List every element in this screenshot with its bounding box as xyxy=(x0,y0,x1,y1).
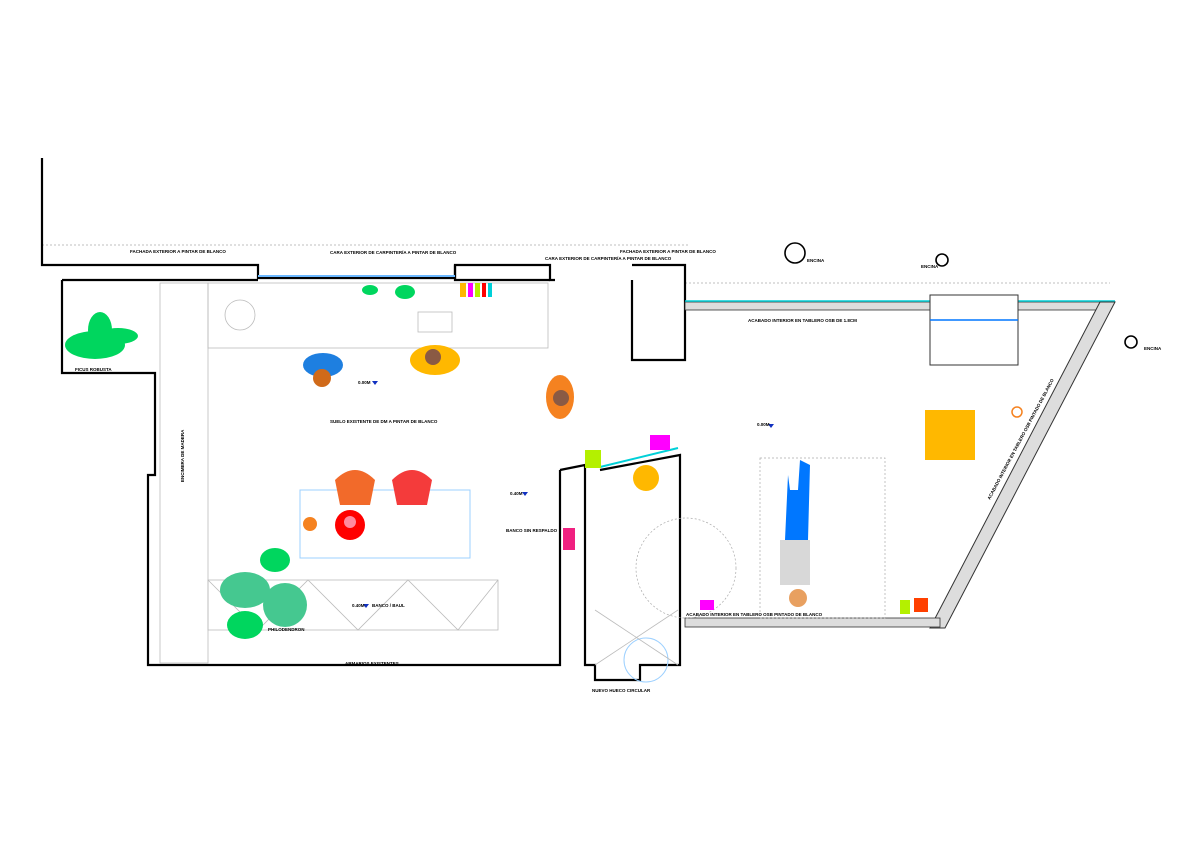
label-bench-chest: BANCO / BAUL xyxy=(372,603,405,608)
label-tree: ENCINA xyxy=(921,264,939,269)
label-circular-opening: NUEVO HUECO CIRCULAR xyxy=(592,688,651,693)
label-level: 0.00M xyxy=(757,422,770,427)
label-philodendron: PHILODENDRON xyxy=(268,627,305,632)
person-lying-icon xyxy=(780,540,810,585)
books-icon xyxy=(563,435,670,550)
wall xyxy=(40,158,555,282)
box-icon xyxy=(900,600,910,614)
person-head xyxy=(425,349,441,365)
chair-icon xyxy=(392,470,432,505)
label-bench: BANCO SIN RESPALDO xyxy=(506,528,558,533)
bench-chest xyxy=(207,579,499,631)
label-tree: ENCINA xyxy=(807,258,825,263)
round-table xyxy=(224,299,256,331)
spiral-stair xyxy=(635,517,737,619)
label-level: 0.40M xyxy=(352,603,365,608)
wall xyxy=(453,265,550,282)
bed xyxy=(759,457,886,619)
side-table-icon xyxy=(633,465,659,491)
label-level: 0.40M xyxy=(510,491,523,496)
ficus-plant-icon xyxy=(65,312,138,359)
circular-opening xyxy=(623,637,669,683)
books-icon xyxy=(460,283,492,297)
person-head xyxy=(789,589,807,607)
label-carpentry: CARA EXTERIOR DE CARPINTERÍA A PINTAR DE… xyxy=(330,248,457,255)
wall xyxy=(630,263,687,362)
lamp-icon xyxy=(303,517,317,531)
tree-icon xyxy=(784,242,806,264)
counter xyxy=(207,282,549,349)
label-osb: ACABADO INTERIOR EN TABLERO OSB DE 1.8CM xyxy=(748,318,857,323)
person-head xyxy=(313,369,331,387)
tree-icon xyxy=(1124,335,1138,349)
bedroom-wall-top xyxy=(684,301,931,311)
skylight-bay xyxy=(929,294,1019,366)
laptop xyxy=(417,311,453,333)
label-level: 0.00M xyxy=(358,380,371,385)
person-head xyxy=(553,390,569,406)
desk xyxy=(925,410,975,460)
philodendron-plant-icon xyxy=(220,548,307,639)
bedroom-wall-diagonal xyxy=(929,301,1116,629)
bathroom-wall-finish xyxy=(599,447,679,468)
wall xyxy=(60,280,562,667)
shower-line xyxy=(594,609,679,666)
chair-icon xyxy=(335,470,375,505)
label-carpentry: CARA EXTERIOR DE CARPINTERÍA A PINTAR DE… xyxy=(545,254,672,261)
bedroom-wall-top xyxy=(1017,301,1109,311)
stool-top xyxy=(344,516,356,528)
small-plant-icon xyxy=(362,285,415,299)
box-icon xyxy=(700,600,714,610)
kitchen-counter xyxy=(159,282,209,664)
level-marker-icon xyxy=(363,381,774,608)
person-icon xyxy=(303,353,343,377)
label-countertop: ENCIMERA DE MADERA xyxy=(180,429,185,482)
table xyxy=(299,489,471,559)
label-ficus: FICUS ROBUSTA xyxy=(75,367,112,372)
label-floor: SUELO EXISTENTE DE DM A PINTAR DE BLANCO xyxy=(330,419,438,424)
label-facade: FACHADA EXTERIOR A PINTAR DE BLANCO xyxy=(130,249,226,254)
bedroom-wall-bottom xyxy=(684,617,941,628)
tree-icon xyxy=(935,253,949,267)
person-legs xyxy=(785,460,810,540)
label-facade: FACHADA EXTERIOR A PINTAR DE BLANCO xyxy=(620,249,716,254)
label-cabinets: ARMARIOS EXISTENTES xyxy=(345,661,399,666)
lamp-icon xyxy=(1011,406,1023,418)
bathroom-wall xyxy=(559,453,682,682)
label-osb: ACABADO INTERIOR EN TABLERO OSB PINTADO … xyxy=(686,612,823,617)
box-icon xyxy=(914,598,928,612)
label-tree: ENCINA xyxy=(1144,346,1162,351)
